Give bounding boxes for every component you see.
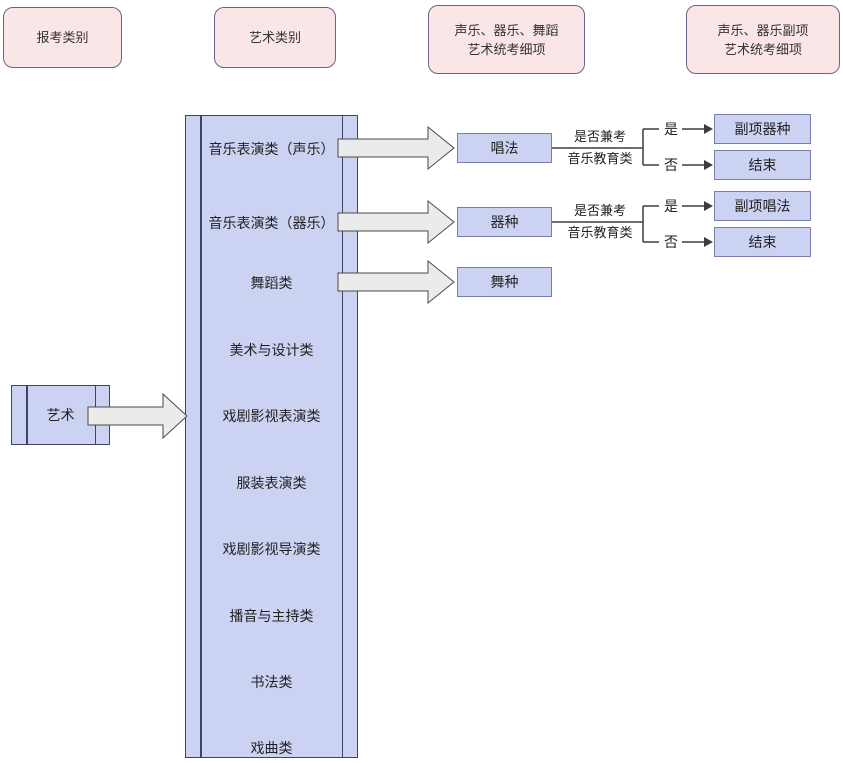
decision2-condition: 是否兼考 音乐教育类 [554, 200, 646, 244]
condition-line1: 是否兼考 [573, 203, 626, 218]
category-item-opera: 戏曲类 [250, 740, 293, 756]
category-item-music-instrumental: 音乐表演类（器乐） [208, 215, 335, 231]
header-label-line1: 声乐、器乐、舞蹈 [454, 22, 559, 38]
result-node-secondary-singing: 副项唱法 [714, 191, 811, 221]
detail-node-singing-method: 唱法 [457, 133, 552, 163]
node-label: 副项器种 [734, 121, 791, 137]
header-label-line2: 艺术统考细项 [467, 41, 546, 57]
category-item-fine-art-design: 美术与设计类 [229, 342, 314, 358]
condition-line1: 是否兼考 [573, 129, 626, 144]
node-label: 结束 [748, 234, 777, 250]
category-item-dance: 舞蹈类 [250, 275, 293, 291]
detail-node-dance-type: 舞种 [457, 267, 552, 297]
result-node-end-2: 结束 [714, 227, 811, 257]
condition-line2: 音乐教育类 [567, 151, 633, 166]
condition-line2: 音乐教育类 [567, 225, 633, 240]
result-node-end-1: 结束 [714, 150, 811, 180]
node-label: 唱法 [490, 140, 519, 156]
node-label: 舞种 [490, 274, 519, 290]
header-application-category: 报考类别 [3, 7, 122, 68]
process-side-bar [200, 116, 202, 757]
node-label: 结束 [748, 157, 777, 173]
decision1-condition: 是否兼考 音乐教育类 [554, 126, 646, 170]
decision1-yes-label: 是 [664, 121, 678, 137]
category-item-drama-directing: 戏剧影视导演类 [222, 541, 321, 557]
category-item-fashion-performance: 服装表演类 [236, 475, 307, 491]
decision1-no-label: 否 [664, 157, 678, 173]
process-side-bar [341, 116, 343, 757]
decision2-no-arrowhead-icon [704, 237, 713, 247]
header-label-line1: 声乐、器乐副项 [717, 22, 809, 38]
detail-node-instrument-type: 器种 [457, 207, 552, 237]
category-item-broadcast-hosting: 播音与主持类 [229, 608, 314, 624]
decision2-yes-arrowhead-icon [704, 201, 713, 211]
header-label-line2: 艺术统考细项 [723, 41, 802, 57]
header-art-category: 艺术类别 [214, 7, 336, 68]
header-label: 艺术类别 [248, 30, 301, 45]
root-node-art: 艺术 [11, 385, 110, 445]
decision1-yes-arrowhead-icon [704, 124, 713, 134]
decision2-no-label: 否 [664, 234, 678, 250]
node-label: 器种 [490, 214, 519, 230]
result-node-secondary-instrument: 副项器种 [714, 114, 811, 144]
category-item-calligraphy: 书法类 [250, 674, 293, 690]
decision2-yes-label: 是 [664, 198, 678, 214]
root-node-label: 艺术 [46, 407, 75, 423]
category-column: 音乐表演类（声乐） 音乐表演类（器乐） 舞蹈类 美术与设计类 戏剧影视表演类 服… [185, 115, 358, 758]
process-side-bar [26, 386, 28, 444]
node-label: 副项唱法 [734, 198, 791, 214]
header-exam-detail: 声乐、器乐、舞蹈 艺术统考细项 [428, 5, 585, 74]
category-item-drama-performance: 戏剧影视表演类 [222, 408, 321, 424]
header-label: 报考类别 [36, 30, 89, 45]
category-item-music-vocal: 音乐表演类（声乐） [208, 141, 335, 157]
header-secondary-exam-detail: 声乐、器乐副项 艺术统考细项 [686, 5, 840, 74]
decision1-no-arrowhead-icon [704, 160, 713, 170]
